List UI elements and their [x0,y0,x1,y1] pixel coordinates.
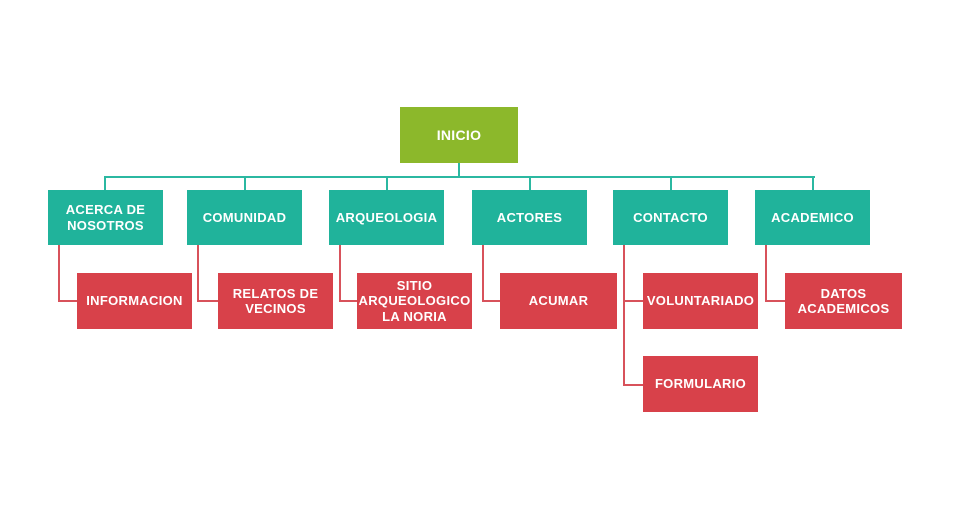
node-contacto: CONTACTO [613,190,728,245]
connector-actores-acumar-vertical [482,245,484,302]
connector-comunidad-relatos-horizontal [197,300,220,302]
node-acumar: ACUMAR [500,273,617,329]
connector-actores-acumar-horizontal [482,300,502,302]
node-voluntariado: VOLUNTARIADO [643,273,758,329]
connector-drop-arqueologia [386,177,388,190]
connector-drop-academico [812,177,814,190]
connector-acerca-informacion-vertical [58,245,60,302]
connector-drop-acerca [104,177,106,190]
connector-drop-contacto [670,177,672,190]
connector-academico-datos-vertical [765,245,767,302]
node-actores: ACTORES [472,190,587,245]
connector-drop-comunidad [244,177,246,190]
connector-root-vertical [458,163,460,177]
node-relatos-de-vecinos: RELATOS DE VECINOS [218,273,333,329]
node-academico: ACADEMICO [755,190,870,245]
connector-root-horizontal [104,176,815,178]
connector-contacto-voluntariado-horizontal [623,300,645,302]
connector-academico-datos-horizontal [765,300,787,302]
node-inicio: INICIO [400,107,518,163]
node-datos-academicos: DATOS ACADEMICOS [785,273,902,329]
node-arqueologia: ARQUEOLOGIA [329,190,444,245]
connector-contacto-children-vertical [623,245,625,386]
connector-comunidad-relatos-vertical [197,245,199,302]
node-formulario: FORMULARIO [643,356,758,412]
connector-acerca-informacion-horizontal [58,300,79,302]
node-acerca-de-nosotros: ACERCA DE NOSOTROS [48,190,163,245]
connector-drop-actores [529,177,531,190]
node-comunidad: COMUNIDAD [187,190,302,245]
node-sitio-arqueologico-la-noria: SITIO ARQUEOLOGICO LA NORIA [357,273,472,329]
connector-contacto-formulario-horizontal [623,384,645,386]
connector-arqueologia-sitio-vertical [339,245,341,302]
node-informacion: INFORMACION [77,273,192,329]
connector-arqueologia-sitio-horizontal [339,300,359,302]
